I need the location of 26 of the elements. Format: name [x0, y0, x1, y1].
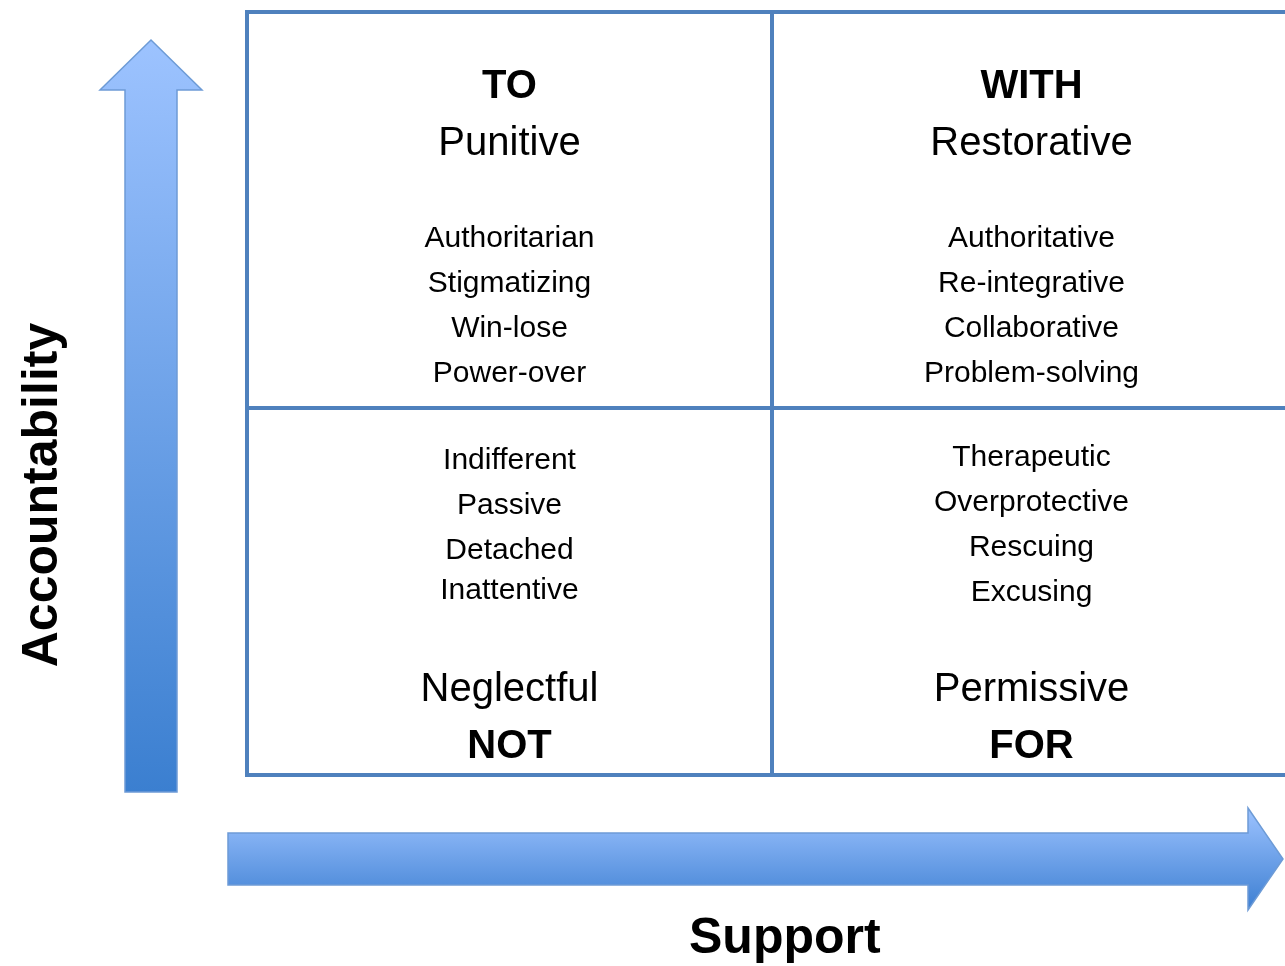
descriptor-text: Excusing — [970, 573, 1093, 609]
descriptor-text: Detached — [445, 531, 574, 567]
descriptor-text: Rescuing — [968, 528, 1095, 564]
descriptor-text: Power-over — [432, 354, 587, 390]
quadrant-heading: TO — [482, 62, 537, 106]
descriptor-text: Re-integrative — [938, 264, 1125, 300]
quadrant-heading: FOR — [989, 722, 1074, 766]
descriptor-text: Passive — [456, 486, 562, 522]
descriptor-text: Therapeutic — [952, 438, 1111, 474]
quadrant-title: Permissive — [933, 665, 1130, 709]
descriptor-text: Authoritarian — [424, 219, 595, 255]
quadrant-title: Punitive — [438, 119, 581, 163]
descriptor-text: Stigmatizing — [427, 264, 592, 300]
quadrant-title: Restorative — [930, 119, 1133, 163]
quadrant-heading: WITH — [980, 62, 1083, 106]
quadrant-title: Neglectful — [420, 665, 599, 709]
quadrant-heading: NOT — [467, 722, 552, 766]
axis-title: Accountability — [11, 322, 70, 668]
descriptor-text: Collaborative — [943, 309, 1120, 345]
descriptor-text: Authoritative — [948, 219, 1115, 255]
descriptor-text: Indifferent — [443, 441, 576, 477]
axis-title: Support — [689, 907, 881, 966]
descriptor-text: Problem-solving — [923, 354, 1140, 390]
descriptor-text: Inattentive — [440, 571, 579, 607]
descriptor-text: Win-lose — [451, 309, 568, 345]
descriptor-text: Overprotective — [933, 483, 1130, 519]
